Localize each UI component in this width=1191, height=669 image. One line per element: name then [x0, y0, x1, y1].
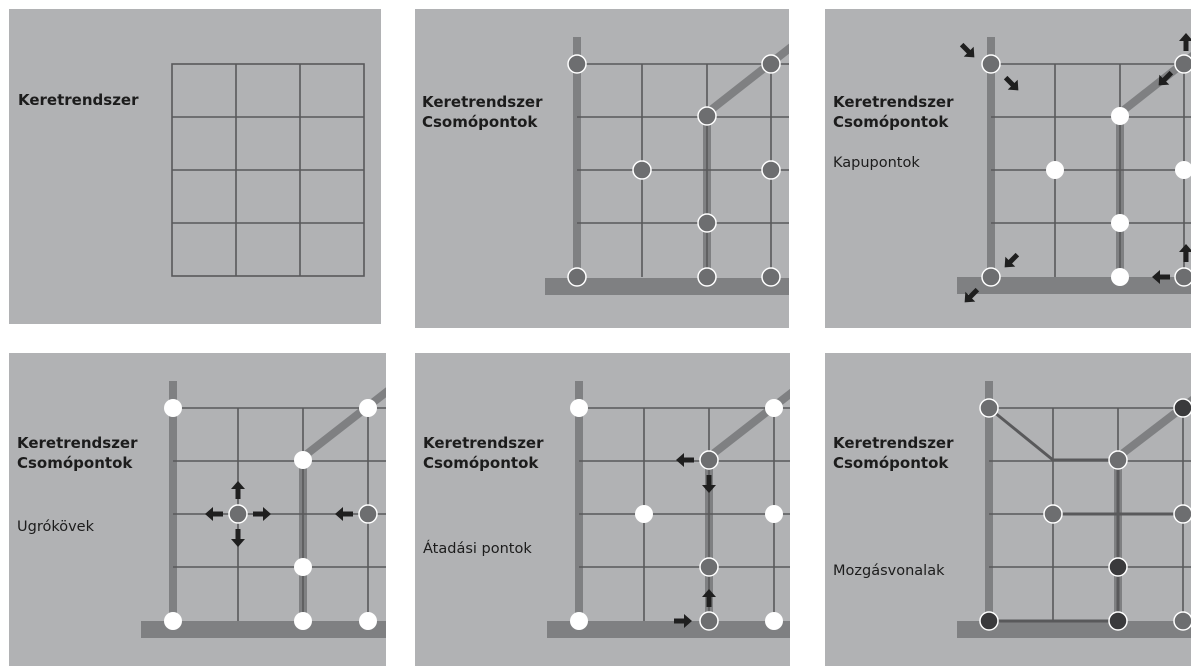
ground-frame-bar	[957, 277, 1191, 294]
gateway-diagram	[957, 33, 1191, 303]
movement-nodes	[979, 398, 1191, 631]
panel-nodes: Keretrendszer Csomópontok	[415, 9, 789, 328]
stepping-stones-diagram	[141, 381, 386, 638]
panel-subtitle: Csomópontok	[422, 113, 538, 131]
ground-frame-bar	[957, 621, 1191, 638]
panel-title: Keretrendszer	[422, 93, 543, 111]
arrow-icons	[959, 33, 1191, 303]
inactive-nodes	[570, 399, 783, 630]
panel-framework: Keretrendszer	[9, 9, 381, 324]
panel-subtitle: Csomópontok	[423, 454, 539, 472]
movement-line-paths	[988, 406, 1183, 623]
panel-subtitle: Csomópontok	[17, 454, 133, 472]
panel-movement-lines: Keretrendszer Csomópontok Mozgásvonalak	[825, 353, 1191, 666]
arrow-icons	[674, 453, 716, 628]
panel-stepping-stones: Keretrendszer Csomópontok Ugrókövek	[9, 353, 386, 666]
diagonal-frame-beam	[704, 43, 789, 117]
ground-frame-bar	[141, 621, 386, 638]
node-points	[567, 54, 781, 287]
stepping-stone-nodes	[164, 399, 377, 630]
panel-title: Keretrendszer	[833, 434, 954, 452]
panel-subtitle: Csomópontok	[833, 113, 949, 131]
framework-grid	[579, 407, 790, 621]
panel-title: Keretrendszer	[17, 434, 138, 452]
panel-caption: Mozgásvonalak	[833, 563, 945, 579]
arrow-icons	[205, 481, 353, 547]
panel-title: Keretrendszer	[18, 91, 139, 109]
diagonal-frame-beam	[300, 387, 386, 461]
framework-grid	[577, 63, 789, 277]
handover-diagram	[547, 381, 790, 638]
framework-grid-diagram	[171, 63, 365, 277]
framework-grid	[991, 63, 1191, 277]
ground-frame-bar	[545, 278, 789, 295]
framework-grid	[173, 407, 386, 621]
active-nodes	[228, 504, 378, 524]
panel-title: Keretrendszer	[423, 434, 544, 452]
panel-caption: Kapupontok	[833, 155, 920, 171]
movement-lines-diagram	[957, 381, 1191, 638]
ground-frame-bar	[547, 621, 790, 638]
diagonal-frame-beam	[706, 388, 790, 461]
panel-subtitle: Csomópontok	[833, 454, 949, 472]
gateway-nodes	[981, 54, 1191, 287]
framework-grid	[171, 63, 365, 277]
handover-nodes	[699, 450, 719, 631]
panel-caption: Átadási pontok	[423, 541, 532, 557]
inner-nodes	[1046, 107, 1191, 286]
panel-title: Keretrendszer	[833, 93, 954, 111]
panel-handover-points: Keretrendszer Csomópontok Átadási pontok	[415, 353, 790, 666]
panel-caption: Ugrókövek	[17, 519, 94, 535]
nodes-diagram	[545, 37, 789, 295]
panel-gateway-points: Keretrendszer Csomópontok Kapupontok	[825, 9, 1191, 328]
